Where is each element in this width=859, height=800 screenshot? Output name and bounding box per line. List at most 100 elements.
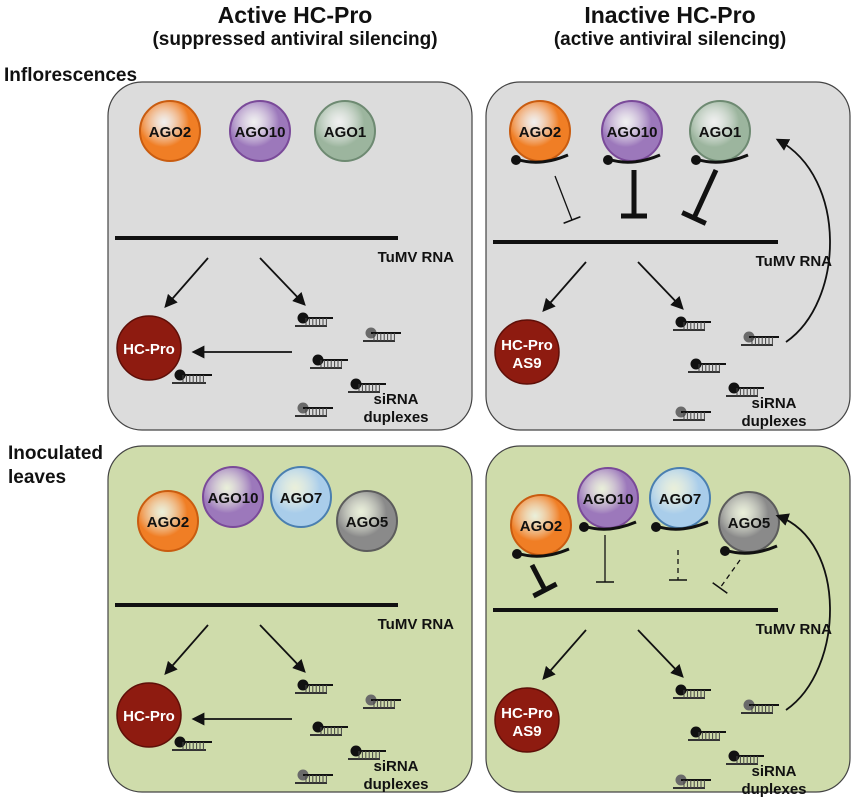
loaded-srna-ball: [603, 155, 613, 165]
sirna-label: duplexes: [741, 781, 806, 798]
hcpro-circle: [494, 319, 560, 385]
ago10-protein: AGO10: [601, 100, 663, 165]
sirna-duplex: [172, 736, 212, 751]
inhibition-thick: [621, 170, 647, 219]
inhibition-thin: [554, 175, 581, 224]
ago-circle: [202, 466, 264, 528]
row-label-line: Inoculated: [8, 443, 104, 464]
arrow-loading: [775, 138, 831, 343]
hcpro-circle: [116, 315, 182, 381]
loaded-srna-ball: [511, 155, 521, 165]
ago-label: AGO2: [147, 514, 190, 531]
ago-circle: [137, 490, 199, 552]
loaded-srna-ball: [691, 155, 701, 165]
sirna-duplex: [295, 402, 333, 417]
sirna-duplex: [741, 699, 779, 714]
arrow-to-hcpro: [164, 257, 209, 308]
ago-label: AGO7: [659, 491, 702, 508]
row-label-line: leaves: [8, 467, 67, 488]
arrow-to-hcpro: [542, 629, 587, 680]
inhibition-dashed: [712, 559, 741, 594]
ago-label: AGO2: [149, 124, 192, 141]
row-label-line: Inflorescences: [4, 65, 138, 86]
ago-circle: [270, 466, 332, 528]
inhibition-bar: [681, 210, 707, 226]
arrow-to-sirna: [637, 629, 684, 678]
hcpro-protein: HC-Pro: [116, 315, 182, 381]
loaded-srna-ball: [579, 522, 589, 532]
sirna-label: siRNA: [751, 763, 796, 780]
ago-label: AGO10: [235, 124, 286, 141]
ago-circle: [229, 100, 291, 162]
ago-label: AGO1: [699, 124, 742, 141]
sirna-duplex: [295, 679, 333, 694]
hcpro-label: HC-Pro: [123, 708, 175, 725]
sirna-label: duplexes: [363, 409, 428, 426]
ago2-protein: AGO2: [139, 100, 201, 162]
hcpro-label: HC-Pro: [123, 341, 175, 358]
hcpro-protein: HC-Pro: [116, 682, 182, 748]
ago-label: AGO7: [280, 490, 323, 507]
hcpro-mut-label: HC-Pro: [501, 337, 553, 354]
rna-label: TuMV RNA: [378, 249, 455, 266]
sirna-label: siRNA: [373, 391, 418, 408]
ago-circle: [139, 100, 201, 162]
ago10-protein: AGO10: [202, 466, 264, 528]
ago7-protein: AGO7: [649, 467, 711, 532]
arrow-to-hcpro: [164, 624, 209, 675]
arrow-to-hcpro: [542, 261, 587, 312]
sirna-duplex: [688, 726, 726, 741]
sirna-duplex: [363, 694, 401, 709]
ago10-protein: AGO10: [229, 100, 291, 162]
sirna-duplex: [673, 316, 711, 331]
ago-label: AGO5: [728, 515, 771, 532]
rna-label: TuMV RNA: [378, 616, 455, 633]
sirna-duplex: [673, 684, 711, 699]
hcpro-mut-label: AS9: [512, 355, 541, 372]
sirna-label: siRNA: [751, 395, 796, 412]
ago-circle: [336, 490, 398, 552]
loaded-srna-ball: [651, 522, 661, 532]
ago-label: AGO10: [607, 124, 658, 141]
ago-label: AGO2: [520, 518, 563, 535]
sirna-duplex: [726, 750, 764, 765]
ago-label: AGO1: [324, 124, 367, 141]
ago5-protein: AGO5: [718, 491, 780, 556]
sirna-label: duplexes: [741, 413, 806, 430]
sirna-duplex: [310, 354, 348, 369]
ago-label: AGO2: [519, 124, 562, 141]
inhibition-line: [554, 175, 573, 221]
sirna-duplex: [295, 312, 333, 327]
column-subtitle: (active antiviral silencing): [553, 29, 787, 50]
ago-label: AGO10: [583, 491, 634, 508]
ago2-protein: AGO2: [137, 490, 199, 552]
ago5-protein: AGO5: [336, 490, 398, 552]
hcpro-circle: [116, 682, 182, 748]
loaded-srna-ball: [720, 546, 730, 556]
ago1-protein: AGO1: [314, 100, 376, 162]
sirna-duplex: [348, 378, 386, 393]
ago-label: AGO5: [346, 514, 389, 531]
ago2-protein: AGO2: [510, 494, 572, 559]
arrow-to-sirna: [259, 257, 306, 306]
ago7-protein: AGO7: [270, 466, 332, 528]
ago-circle: [314, 100, 376, 162]
inhibition-dashed: [669, 550, 687, 581]
loaded-srna-ball: [512, 549, 522, 559]
column-title-active: Active HC-Pro (suppressed antiviral sile…: [110, 2, 480, 52]
sirna-duplex: [172, 369, 212, 384]
inhibition-line: [529, 563, 548, 592]
sirna-duplex: [295, 769, 333, 784]
column-subtitle: (suppressed antiviral silencing): [152, 29, 438, 50]
ago1-protein: AGO1: [689, 100, 751, 165]
sirna-label: siRNA: [373, 758, 418, 775]
sirna-duplex: [688, 358, 726, 373]
sirna-duplex: [741, 331, 779, 346]
